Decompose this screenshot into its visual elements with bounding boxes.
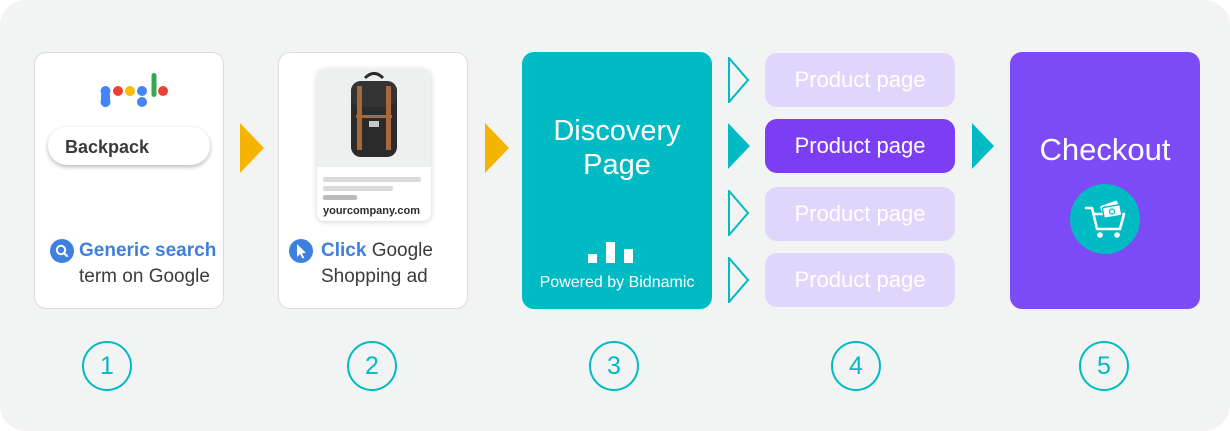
- arrow-outline-icon: [728, 190, 750, 236]
- shopping-ad-preview: yourcompany.com: [317, 69, 431, 221]
- ad-text-line: [323, 186, 393, 191]
- discovery-title-line2: Page: [583, 149, 651, 181]
- cursor-icon: [289, 239, 313, 263]
- backpack-image: [317, 69, 431, 167]
- arrow-outline-icon: [728, 57, 750, 103]
- step2-caption-line2: Shopping ad: [321, 266, 428, 287]
- ad-price-line: [323, 195, 357, 200]
- step2-caption-rest-1: Google: [366, 240, 433, 261]
- arrow-right-icon: [972, 123, 994, 169]
- step1-caption-strong: Generic search: [79, 240, 217, 261]
- google-logo-icon: [100, 73, 168, 107]
- search-icon: [50, 239, 74, 263]
- search-box: Backpack: [48, 127, 210, 165]
- arrow-outline-icon: [728, 257, 750, 303]
- discovery-page-card: Discovery Page Powered by Bidnamic: [522, 52, 712, 309]
- step2-caption-strong: Click: [321, 240, 367, 261]
- step1-caption-rest: term on Google: [79, 266, 210, 287]
- step-number-1: 1: [82, 341, 132, 391]
- step-number-5: 5: [1079, 341, 1129, 391]
- shopping-ad-card: yourcompany.com Click Google Shopping ad: [278, 52, 468, 309]
- ad-text-line: [323, 177, 421, 182]
- product-page-option: Product page: [765, 253, 955, 307]
- step-number-4: 4: [831, 341, 881, 391]
- arrow-right-icon: [240, 123, 264, 173]
- bidnamic-logo-icon: [588, 242, 633, 263]
- product-page-selected: Product page: [765, 119, 955, 173]
- checkout-card: Checkout: [1010, 52, 1200, 309]
- product-page-option: Product page: [765, 53, 955, 107]
- step-number-3: 3: [589, 341, 639, 391]
- discovery-title: Discovery Page: [522, 114, 712, 182]
- step-number-2: 2: [347, 341, 397, 391]
- google-search-card: Backpack Generic search term on Google: [34, 52, 224, 309]
- checkout-title: Checkout: [1039, 132, 1171, 167]
- shopping-cart-icon: [1070, 184, 1140, 254]
- step2-caption-line1: Click Google: [321, 240, 433, 262]
- discovery-title-line1: Discovery: [553, 115, 681, 147]
- powered-by-label: Powered by Bidnamic: [539, 274, 695, 291]
- arrow-right-icon: [728, 123, 750, 169]
- search-query: Backpack: [65, 137, 150, 157]
- ad-url: yourcompany.com: [323, 205, 420, 217]
- product-page-option: Product page: [765, 187, 955, 241]
- arrow-right-icon: [485, 123, 509, 173]
